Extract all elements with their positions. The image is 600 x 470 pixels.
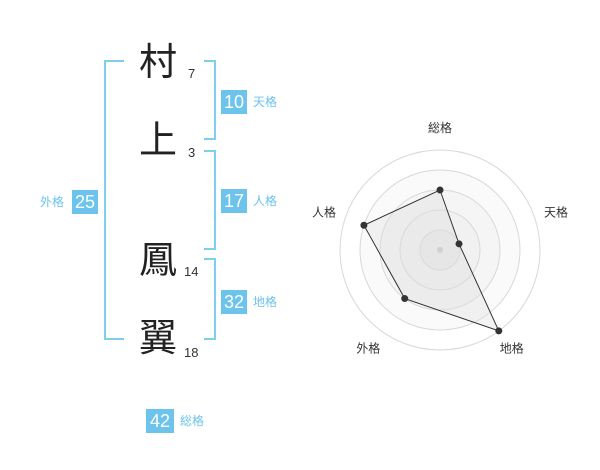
ten-label: 天格 [253,95,278,109]
radar-point-1 [455,240,463,248]
chi-label: 地格 [253,295,278,309]
stroke-count-3: 14 [184,264,199,279]
so-value-badge: 42 [146,409,174,433]
radar-center [437,247,443,253]
name-char-3: 鳳 [138,238,177,282]
outer-bracket [104,60,124,340]
jin-bracket [204,150,216,250]
name-char-1: 村 [138,40,177,84]
radar-polygon [363,189,500,332]
radar-point-4 [360,221,368,229]
radar-axis-label-4: 人格 [312,204,336,219]
gai-value-badge: 25 [72,190,98,214]
stroke-count-2: 3 [188,145,196,160]
name-char-4: 翼 [138,316,177,360]
chi-bracket [204,258,216,340]
radar-axis-label-0: 総格 [428,120,452,135]
ten-value-badge: 10 [221,90,247,114]
radar-axis-label-1: 天格 [544,204,568,219]
chi-value-badge: 32 [221,290,247,314]
radar-axis-label-3: 外格 [356,341,380,356]
jin-value-badge: 17 [221,189,247,213]
radar-point-2 [495,327,503,335]
gai-label: 外格 [40,195,65,209]
ten-bracket [204,60,216,140]
jin-label: 人格 [253,194,278,208]
so-label: 総格 [180,414,205,428]
radar-point-3 [401,295,409,303]
stroke-count-4: 18 [184,345,199,360]
name-char-2: 上 [138,118,177,162]
radar-axis-label-2: 地格 [500,341,524,356]
radar-point-0 [436,186,444,194]
stroke-count-1: 7 [188,66,196,81]
